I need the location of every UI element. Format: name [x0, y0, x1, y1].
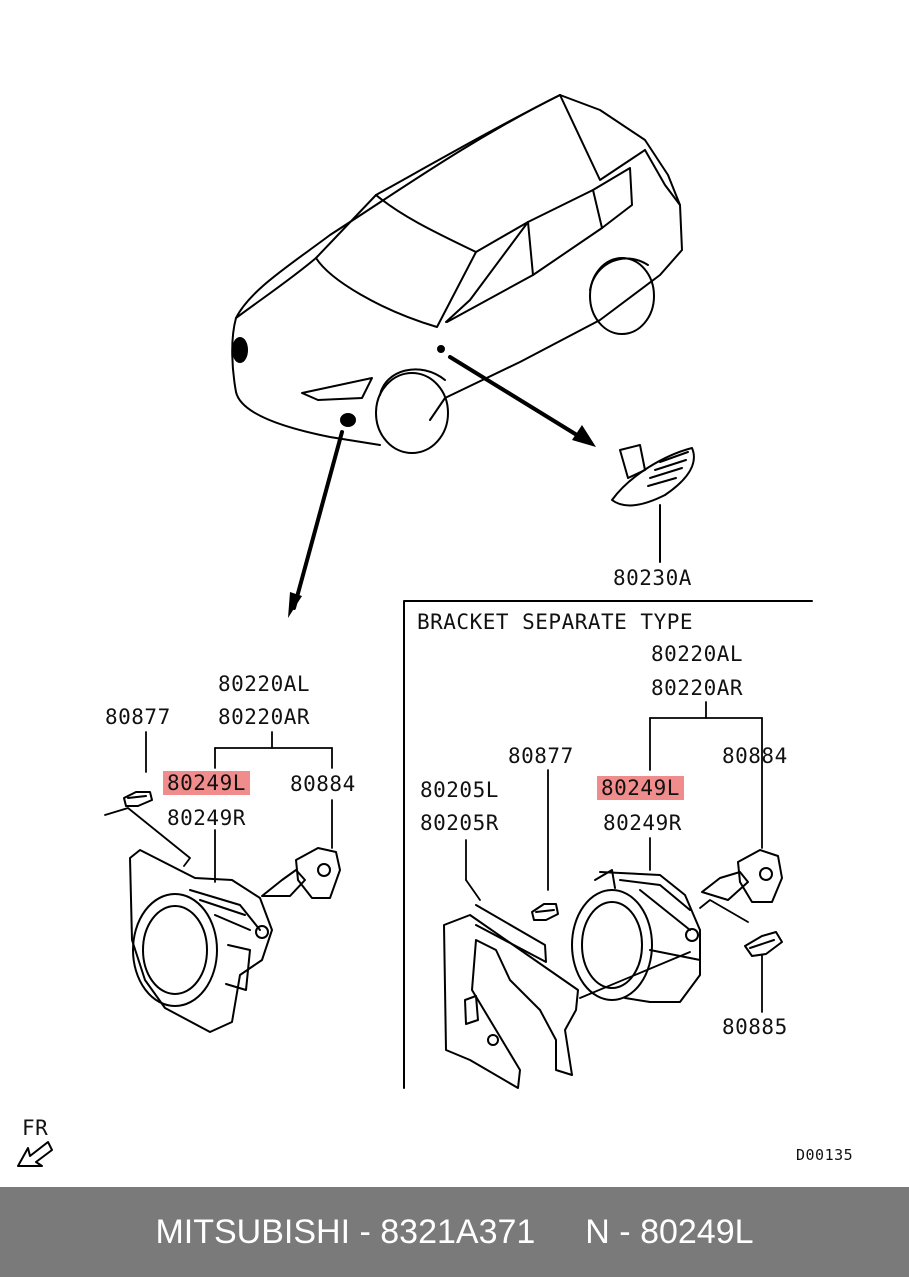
right-bracket: [443, 904, 579, 1089]
parts-diagram: [17, 94, 813, 1167]
side-marker-lamp: [611, 444, 695, 563]
label-left-lamp-r: 80249R: [167, 806, 246, 830]
label-front-marker: FR: [22, 1116, 49, 1140]
bracket-box-frame: [403, 600, 813, 1089]
label-left-bulb: 80884: [290, 772, 356, 796]
label-right-screw: 80877: [508, 744, 574, 768]
front-direction-arrow: [17, 1141, 53, 1167]
footer-ref: N - 80249L: [585, 1212, 754, 1251]
label-left-lamp-l-highlighted: 80249L: [163, 771, 250, 795]
right-group-leaders: [465, 701, 763, 1013]
label-left-screw: 80877: [105, 705, 171, 729]
label-right-bulb: 80884: [722, 744, 788, 768]
right-bolt: [744, 931, 783, 957]
label-right-assy-l: 80220AL: [651, 642, 744, 666]
footer-brand-part: MITSUBISHI - 8321A371: [155, 1212, 536, 1251]
label-left-assy-l: 80220AL: [218, 672, 311, 696]
label-right-lamp-l-highlighted: 80249L: [597, 776, 684, 800]
label-right-bracket-l: 80205L: [420, 778, 499, 802]
left-fog-lamp: [129, 849, 273, 1033]
label-side-marker: 80230A: [613, 566, 692, 590]
footer-banner: MITSUBISHI - 8321A371 N - 80249L: [0, 1187, 909, 1277]
callout-arrows: [292, 355, 587, 610]
label-left-assy-r: 80220AR: [218, 705, 311, 729]
right-screw: [531, 903, 559, 921]
label-right-assy-r: 80220AR: [651, 676, 744, 700]
left-screw: [123, 791, 153, 807]
label-right-bracket-r: 80205R: [420, 811, 499, 835]
label-right-bolt: 80885: [722, 1015, 788, 1039]
right-bulb: [701, 849, 783, 903]
right-fog-lamp: [571, 869, 701, 1003]
vehicle-illustration: [231, 94, 683, 454]
label-right-lamp-r: 80249R: [603, 811, 682, 835]
left-group-leaders: [104, 731, 333, 883]
label-bracket-box-title: BRACKET SEPARATE TYPE: [417, 610, 694, 634]
left-bulb: [261, 847, 341, 899]
label-diagram-code: D00135: [796, 1146, 854, 1164]
